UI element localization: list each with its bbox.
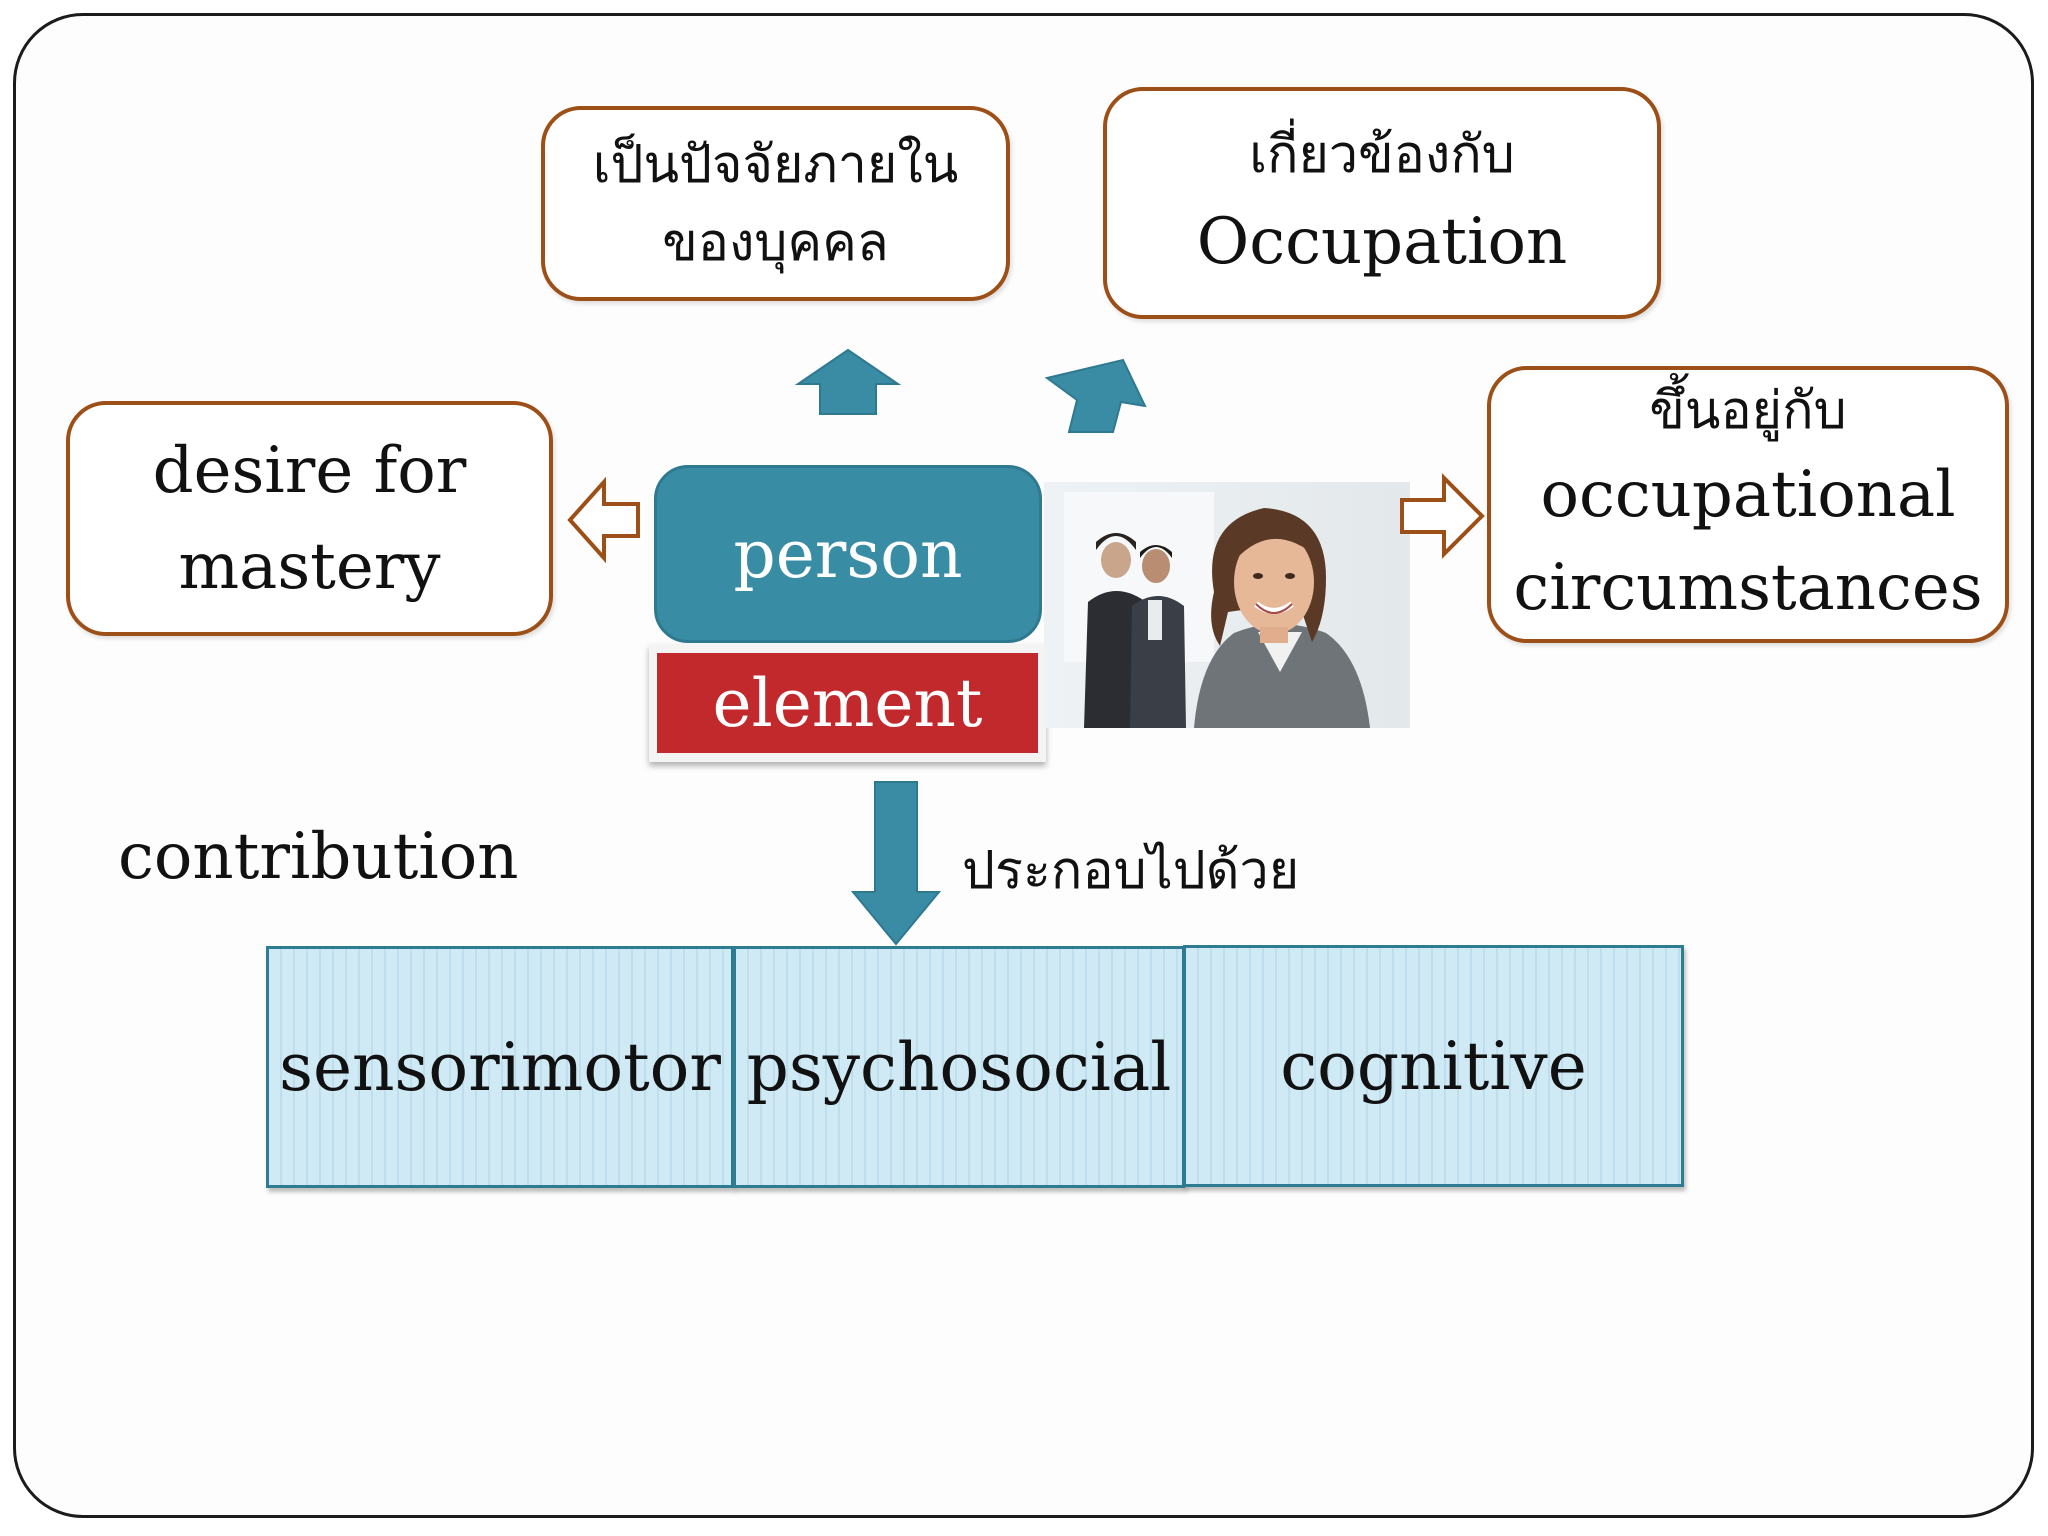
component-cognitive: cognitive: [1183, 945, 1684, 1187]
arrow-right-to-depends-on: [1400, 473, 1485, 559]
element-fill: element: [657, 653, 1038, 753]
depends-on-box: ขึ้นอยู่กับ occupational circumstances: [1487, 366, 2009, 643]
component-sensorimotor-label: sensorimotor: [279, 1028, 721, 1106]
businesswoman-photo: [1044, 482, 1410, 728]
arrow-down-to-components: [850, 781, 942, 946]
desire-for-mastery-line1: desire for: [152, 433, 467, 508]
consists-of-label: ประกอบไปด้วย: [962, 841, 1300, 901]
internal-factor-line1: เป็นปัจจัยภายใน: [592, 134, 959, 195]
desire-for-mastery-box: desire for mastery: [66, 401, 553, 636]
person-label: person: [733, 515, 963, 593]
depends-on-line3: circumstances: [1513, 551, 1983, 626]
component-cognitive-label: cognitive: [1280, 1027, 1587, 1105]
arrow-left-to-desire-for-mastery: [567, 476, 640, 564]
person-box: person: [654, 465, 1042, 643]
related-occupation-line1: เกี่ยวข้องกับ: [1249, 125, 1515, 185]
arrow-to-related-occupation: [1044, 358, 1147, 433]
desire-for-mastery-line2: mastery: [178, 529, 441, 604]
internal-factor-line2: ของบุคคล: [662, 212, 889, 273]
internal-factor-box: เป็นปัจจัยภายใน ของบุคคล: [541, 106, 1010, 301]
related-occupation-line2: Occupation: [1196, 205, 1568, 279]
related-occupation-box: เกี่ยวข้องกับ Occupation: [1103, 87, 1661, 319]
component-sensorimotor: sensorimotor: [266, 946, 734, 1188]
depends-on-line2: occupational: [1540, 458, 1956, 533]
depends-on-line1: ขึ้นอยู่กับ: [1649, 381, 1847, 441]
slide-frame: [13, 13, 2034, 1518]
contribution-label: contribution: [118, 820, 519, 894]
element-box: element: [649, 644, 1046, 762]
component-psychosocial-label: psychosocial: [746, 1028, 1172, 1106]
arrow-up-to-internal-factor: [794, 348, 902, 415]
component-psychosocial: psychosocial: [733, 946, 1185, 1188]
element-label: element: [712, 664, 983, 742]
